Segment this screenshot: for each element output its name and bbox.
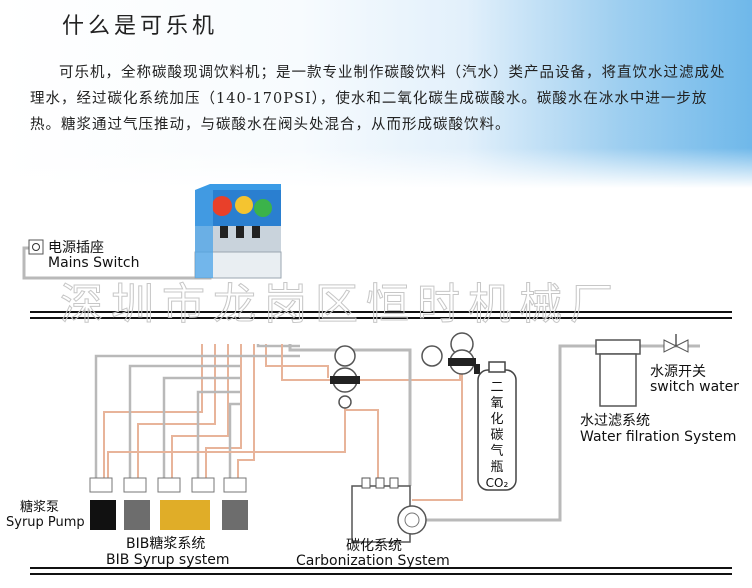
power-socket-icon (28, 239, 44, 255)
syrup-tank-gold (160, 500, 210, 530)
syrup-tank-gray (222, 500, 248, 530)
carbonization-label-cn: 碳化系统 (346, 538, 402, 554)
intro-paragraph: 可乐机，全称碳酸现调饮料机；是一款专业制作碳酸饮料（汽水）类产品设备，将直饮水过… (30, 65, 726, 133)
co2-label-char: 化 (490, 412, 503, 427)
rail-bottom (30, 567, 732, 575)
co2-cylinder (477, 361, 517, 491)
gas-lines (107, 344, 463, 501)
syrup-tank-black (90, 500, 116, 530)
cola-dispenser-icon (194, 184, 282, 279)
rail-top (30, 311, 732, 319)
syrup-tank-gray (124, 500, 150, 530)
water-pump-icon (397, 505, 427, 535)
watermark-text: 深圳市龙岗区恒时机械厂 (60, 280, 621, 331)
mains-switch-label-en: Mains Switch (48, 255, 139, 271)
co2-label-char: 气 (490, 443, 503, 459)
pressure-regulator-icon (421, 332, 480, 375)
syrup-pump-label-en: Syrup Pump (6, 515, 85, 530)
mains-switch-label-cn: 电源插座 (48, 240, 104, 256)
syrup-pump-heads (89, 477, 247, 493)
syrup-pump-label-cn: 糖浆泵 (20, 499, 59, 515)
co2-label-char: 碳 (490, 428, 503, 443)
co2-label-char: 氧 (490, 396, 503, 411)
bib-label-cn: BIB糖浆系统 (126, 536, 205, 552)
page-title: 什么是可乐机 (62, 14, 219, 39)
carbonization-label-en: Carbonization System (296, 553, 450, 569)
water-switch-label-en: switch water (650, 379, 739, 395)
co2-formula: CO₂ (486, 476, 509, 490)
water-lines (94, 344, 300, 478)
filtration-label-cn: 水过滤系统 (580, 413, 650, 429)
pressure-regulator-icon (330, 345, 360, 409)
co2-label-char: 瓶 (490, 460, 503, 475)
co2-label-char: 二 (490, 380, 503, 395)
header-banner (0, 0, 752, 188)
syrup-lines (103, 344, 329, 478)
water-switch-label-cn: 水源开关 (650, 364, 706, 380)
water-filter (595, 339, 641, 407)
water-valve-icon (663, 334, 689, 353)
bib-label-en: BIB Syrup system (106, 552, 230, 568)
filtration-label-en: Water filration System (580, 429, 736, 445)
